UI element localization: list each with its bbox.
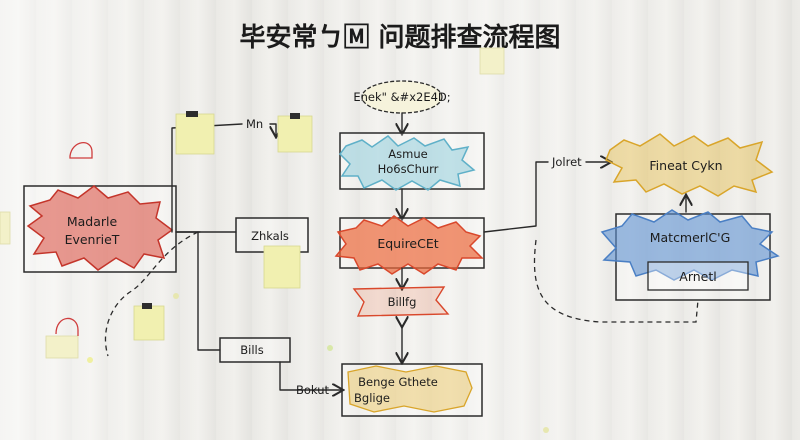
billfg-label: Billfg	[388, 295, 417, 309]
yellow-scribble	[347, 365, 473, 413]
magnet-dot-2	[173, 293, 179, 299]
bills-node: Bills	[219, 337, 291, 363]
red-doodle-2	[55, 317, 79, 336]
orange-burst	[334, 215, 484, 275]
arrow-mn-note	[269, 123, 276, 136]
sticky-note-tape-2	[290, 113, 300, 119]
zikals-label: Zhkals	[251, 229, 289, 243]
cyan-burst	[339, 135, 476, 191]
jolret-label: Jolret	[551, 155, 582, 169]
fineat-node: Fineat Cykn	[605, 133, 774, 197]
magnet-dot-3	[87, 357, 93, 363]
sticky-note-4	[133, 305, 165, 341]
start-label: Enek" &#x2E4D;	[353, 90, 450, 104]
sticky-note-tape-4	[142, 303, 152, 309]
beng-label-2: Bglige	[354, 391, 390, 405]
magnet-dot-1	[327, 345, 333, 351]
assess-label-2: Ho6sChurr	[378, 162, 439, 176]
left-burst-label-1: Madarle	[67, 214, 118, 229]
left-burst-label-2: EvenrieT	[65, 232, 120, 247]
diagram-title: 毕安常ㄅ🄼 问题排查流程图	[239, 23, 560, 53]
equire-node: EquireCEt	[334, 215, 485, 275]
sticky-note-5	[45, 335, 79, 359]
dashed-return-path	[533, 239, 699, 323]
marcmeric-node: MatcmerlC'G Arnetl	[600, 209, 780, 301]
arnetl-label: Arnetl	[679, 269, 716, 284]
connector-bills-bokut	[279, 361, 342, 390]
sticky-note-1	[175, 113, 215, 155]
sticky-note-3	[263, 245, 301, 289]
yellow-burst	[605, 133, 774, 197]
bokut-label: Bokut	[296, 383, 330, 397]
mn-label: Mn	[246, 117, 263, 131]
red-doodle-1	[69, 142, 93, 159]
assess-node: Asmue Ho6sChurr	[339, 132, 485, 191]
equire-label: EquireCEt	[377, 236, 438, 251]
beng-label-1: Benge Gthete	[358, 375, 438, 389]
beng-node: Benge Gthete Bglige	[341, 363, 483, 417]
red-burst	[26, 185, 174, 271]
bills-label: Bills	[240, 343, 263, 357]
connector-equire-right	[483, 161, 549, 233]
fineat-label: Fineat Cykn	[649, 158, 722, 173]
marcmeric-label: MatcmerlC'G	[650, 230, 731, 245]
assess-label-1: Asmue	[388, 147, 427, 161]
left-burst-node: Madarle EvenrieT	[23, 185, 177, 273]
start-node: Enek" &#x2E4D;	[353, 80, 451, 114]
connector-down-bills	[197, 231, 221, 351]
sticky-note-2	[277, 115, 313, 153]
magnet-dot-4	[543, 427, 549, 433]
dashed-path-left	[104, 231, 199, 357]
sticky-note-6	[0, 211, 11, 245]
sticky-note-7	[479, 47, 505, 75]
billfg-node: Billfg	[352, 286, 450, 317]
sticky-note-tape-1	[186, 111, 198, 117]
